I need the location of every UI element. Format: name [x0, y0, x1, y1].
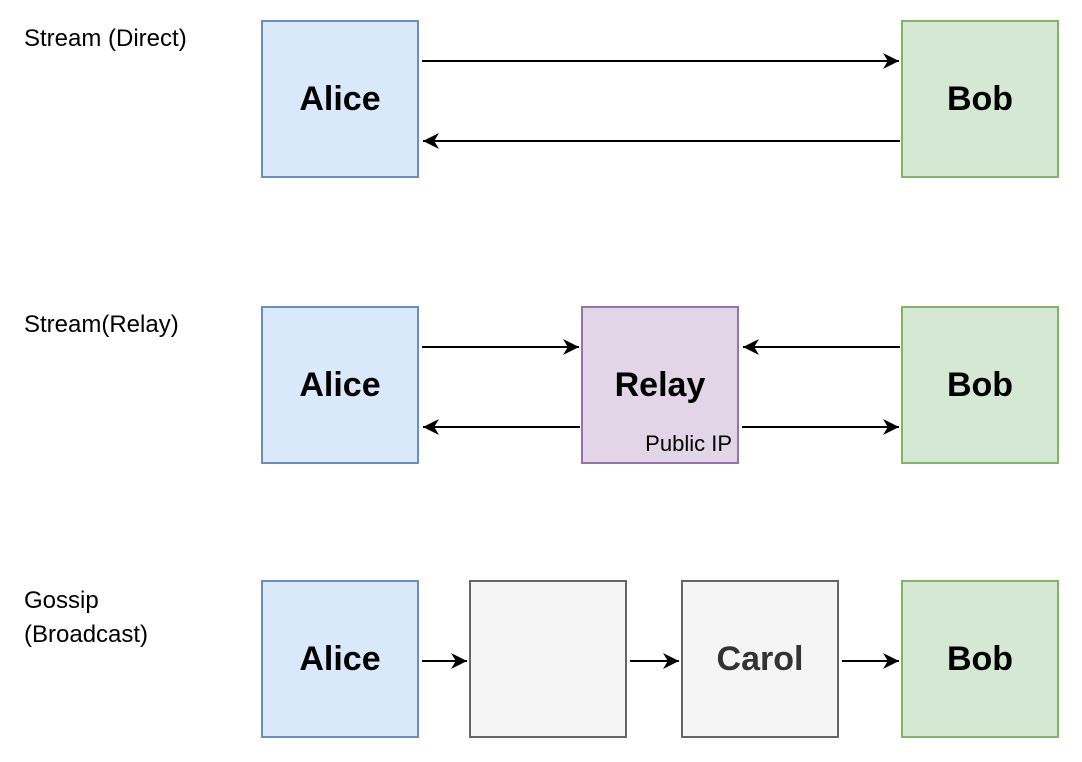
node-bob-direct-label: Bob: [946, 79, 1014, 118]
node-relay[interactable]: Relay Public IP: [581, 306, 739, 464]
node-carol-label: Carol: [716, 639, 804, 678]
label-gossip: Gossip (Broadcast): [24, 584, 148, 652]
node-alice-gossip[interactable]: Alice: [261, 580, 419, 738]
node-carol[interactable]: Carol: [681, 580, 839, 738]
label-gossip-line1: Gossip: [24, 587, 99, 614]
node-bob-gossip-label: Bob: [946, 639, 1014, 678]
node-relay-label: Relay: [614, 365, 706, 404]
relay-public-ip-note: Public IP: [645, 431, 732, 456]
label-gossip-line2: (Broadcast): [24, 621, 149, 648]
node-bob-direct[interactable]: Bob: [901, 20, 1059, 178]
node-alice-direct-label: Alice: [299, 79, 381, 118]
node-bob-relay-label: Bob: [946, 365, 1014, 404]
node-bob-gossip[interactable]: Bob: [901, 580, 1059, 738]
node-alice-relay[interactable]: Alice: [261, 306, 419, 464]
node-alice-gossip-label: Alice: [299, 639, 381, 678]
node-alice-relay-label: Alice: [299, 365, 381, 404]
node-unnamed-peer[interactable]: [469, 580, 627, 738]
node-alice-direct[interactable]: Alice: [261, 20, 419, 178]
label-stream-direct: Stream (Direct): [24, 25, 187, 52]
label-stream-relay: Stream(Relay): [24, 311, 179, 338]
node-bob-relay[interactable]: Bob: [901, 306, 1059, 464]
